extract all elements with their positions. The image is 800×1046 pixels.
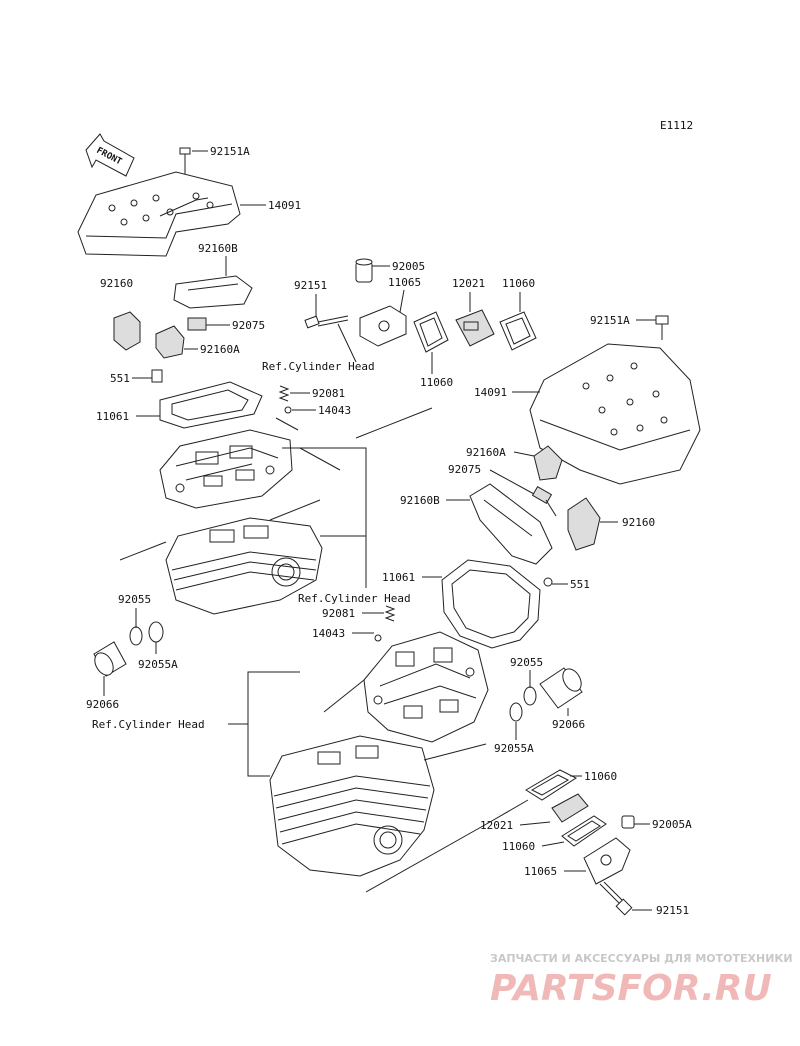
- ref-cylinder-head-label-2: Ref.Cylinder Head: [298, 592, 411, 605]
- gasket-11061-right-icon: [441, 559, 541, 649]
- bolt-92151-mid-icon: [304, 315, 349, 329]
- callout-92081-top: 92081: [312, 387, 345, 400]
- reed-valve-12021-top-icon: [455, 309, 495, 347]
- callout-92151A-top: 92151A: [210, 145, 250, 158]
- callout-14043-top: 14043: [318, 404, 351, 417]
- ball-14043-top-icon: [284, 406, 292, 414]
- diagram-code: E1112: [660, 119, 693, 132]
- gasket-11061-top-icon: [159, 381, 263, 429]
- head-cover-14091-top-icon: [77, 171, 241, 257]
- cover-11065-bottom-icon: [583, 837, 631, 885]
- bolt-92151-bottom-icon: [599, 881, 633, 916]
- callout-92055-right: 92055: [510, 656, 543, 669]
- spring-92081-mid-icon: [384, 605, 396, 622]
- cover-92160B-right-icon: [469, 483, 553, 565]
- ball-14043-mid-icon: [374, 634, 382, 642]
- damper-92075-right-icon: [531, 485, 557, 517]
- callout-92066-left: 92066: [86, 698, 119, 711]
- callout-92160A-top: 92160A: [200, 343, 240, 356]
- callout-92160B-right: 92160B: [400, 494, 440, 507]
- callout-11060-bottom-2: 11060: [502, 840, 535, 853]
- plug-551-right-icon: [543, 577, 553, 587]
- cover-92160-top-icon: [113, 311, 141, 351]
- callout-11060-top-right: 11060: [502, 277, 535, 290]
- plug-551-top-icon: [151, 369, 163, 383]
- gasket-11060-top-right-icon: [499, 311, 537, 351]
- callout-92151-mid: 92151: [294, 279, 327, 292]
- callout-92160A-right: 92160A: [466, 446, 506, 459]
- callout-92151A-right: 92151A: [590, 314, 630, 327]
- callout-92055-left: 92055: [118, 593, 151, 606]
- callout-11060-bottom-1: 11060: [584, 770, 617, 783]
- cover-11065-top-icon: [359, 305, 407, 347]
- bolt-92151A-right-icon: [655, 315, 669, 340]
- head-cover-14091-right-icon: [529, 343, 701, 485]
- pipe-92066-right-icon: [539, 667, 583, 709]
- spring-92081-top-icon: [278, 385, 290, 402]
- callout-551-right: 551: [570, 578, 590, 591]
- callout-92005A-bottom: 92005A: [652, 818, 692, 831]
- callout-92081-mid: 92081: [322, 607, 355, 620]
- gasket-11060-top-left-icon: [413, 311, 449, 353]
- watermark-brand-logo: PARTSFOR.RU: [490, 968, 772, 1009]
- callout-92066-right: 92066: [552, 718, 585, 731]
- callout-92075-right: 92075: [448, 463, 481, 476]
- oring-92055-left-icon: [129, 621, 164, 646]
- callout-92160-right: 92160: [622, 516, 655, 529]
- cylinder-block-front-icon: [269, 735, 435, 877]
- reed-valve-12021-bottom-icon: [551, 793, 589, 823]
- callout-11065-bottom: 11065: [524, 865, 557, 878]
- cap-92005A-bottom-icon: [621, 815, 635, 829]
- cover-92160A-top-icon: [155, 325, 185, 359]
- damper-92075-top-icon: [187, 317, 207, 331]
- callout-11065-top: 11065: [388, 276, 421, 289]
- callout-14091-top: 14091: [268, 199, 301, 212]
- callout-92160-top: 92160: [100, 277, 133, 290]
- front-arrow-icon: FRONT: [85, 133, 135, 177]
- ref-cylinder-head-label-1: Ref.Cylinder Head: [262, 360, 375, 373]
- gasket-11060-bottom-1-icon: [525, 769, 578, 801]
- callout-11060-top-left: 11060: [420, 376, 453, 389]
- cylinder-block-rear-icon: [165, 517, 323, 615]
- gasket-11060-bottom-2-icon: [561, 815, 607, 847]
- callout-11061-right: 11061: [382, 571, 415, 584]
- callout-92151-bottom: 92151: [656, 904, 689, 917]
- watermark-subtitle: ЗАПЧАСТИ И АКСЕССУАРЫ ДЛЯ МОТОТЕХНИКИ: [490, 952, 793, 965]
- ref-cylinder-head-label-3: Ref.Cylinder Head: [92, 718, 205, 731]
- callout-92160B-top: 92160B: [198, 242, 238, 255]
- callout-92055A-left: 92055A: [138, 658, 178, 671]
- pipe-92066-left-icon: [93, 641, 127, 677]
- callout-12021-bottom: 12021: [480, 819, 513, 832]
- callout-92005-top: 92005: [392, 260, 425, 273]
- bolt-92151A-top-icon: [179, 147, 191, 176]
- oring-92055-right-icon: [509, 686, 537, 722]
- callout-92075-top: 92075: [232, 319, 265, 332]
- callout-12021-top: 12021: [452, 277, 485, 290]
- cover-92160-right-icon: [567, 497, 601, 551]
- callout-11061-top: 11061: [96, 410, 129, 423]
- cylinder-head-front-icon: [363, 631, 489, 743]
- cylinder-head-rear-icon: [159, 429, 293, 509]
- cover-92160A-right-icon: [533, 445, 563, 481]
- callout-551-top: 551: [110, 372, 130, 385]
- callout-14043-mid: 14043: [312, 627, 345, 640]
- cover-92160B-top-icon: [173, 275, 253, 309]
- callout-14091-right: 14091: [474, 386, 507, 399]
- cap-92005-top-icon: [355, 258, 373, 283]
- callout-92055A-right: 92055A: [494, 742, 534, 755]
